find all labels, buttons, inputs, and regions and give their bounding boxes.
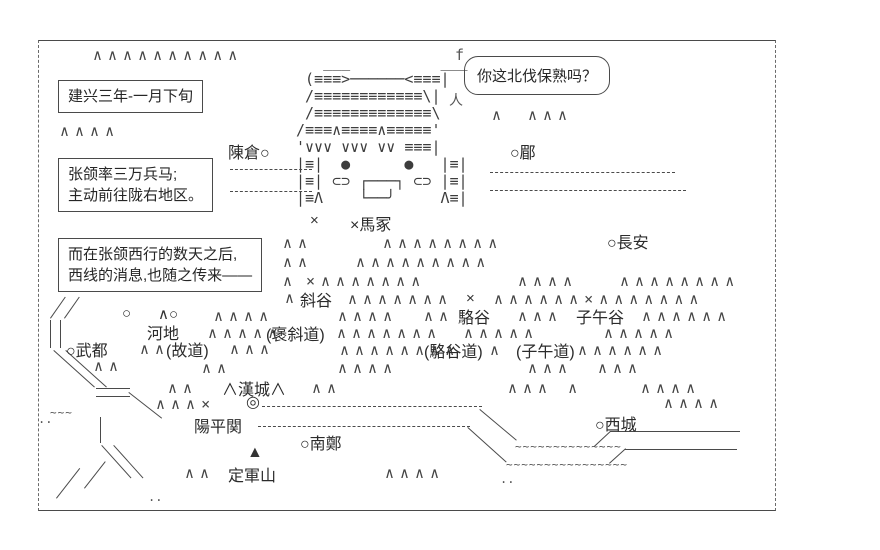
label-chencang: 陳倉○ [228,145,270,162]
speech-tail-top: f [455,46,465,64]
battle-marker-mid: × [466,290,475,307]
dots-3: .. [500,472,515,486]
west-road-7 [96,388,130,389]
west-road-3 [50,320,51,348]
road-dash-yangping [258,426,470,427]
mountain-range: ∧∧∧∧∧∧∧ [337,324,443,342]
label-gudao: (故道) [166,343,209,360]
mountain-range: ∧∧∧∧ [385,464,446,482]
label-luogudao: (駱谷道) [424,344,483,361]
mountain-range: ∧∧∧∧∧∧∧∧∧ [356,253,492,271]
event-line-1: 张颌率三万兵马; [68,166,178,183]
west-road-8 [96,396,130,397]
mountain-range: ∧∧ [202,359,233,377]
mountain-range: ∧∧∧∧∧∧∧∧ [620,272,741,290]
road-dash-right-2 [490,190,686,191]
label-xicheng: ○西城 [595,417,637,434]
mountain-range: ∧∧∧∧∧∧∧∧ [340,341,461,359]
mountain-range-with-battle: ×∧∧∧∧∧∧∧ [306,272,427,290]
mountain-range: ∧∧∧∧ [214,307,275,325]
mountain-range: ∧∧∧∧∧ [604,324,680,342]
mountain-range-with-battle: ∧∧∧× [156,395,217,413]
mountain-range: ∧∧∧∧ [518,272,579,290]
mountain-range: ∧∧ [424,307,455,325]
mountain-range: ∧∧∧ [518,307,564,325]
mountain-range: ∧∧ [140,340,171,358]
mountain-range: ∧∧∧ [528,106,574,124]
news-line-1: 而在张颌西行的数天之后, [68,246,238,263]
mountain-range-with-battle: ∧∧∧∧∧∧×∧∧∧∧∧∧∧ [494,290,705,308]
event-line-2: 主动前往陇右地区。 [68,187,204,204]
peak-marker-dingjun: ▲ [247,444,263,461]
mountain-range: ∧∧∧∧∧∧∧∧ [383,234,504,252]
mountain-range: ∧∧∧ [230,340,276,358]
speech-tail-bottom: 人 [449,93,463,109]
speech-text: 你这北伐保熟吗？ [477,68,598,85]
label-mazhong: ×馬冢 [350,217,392,234]
mountain-range: ∧∧∧∧ [60,122,121,140]
mountain-range: ∧∧∧∧∧ [464,324,540,342]
river-wavy-1: ~~~~~~~~~~~~~~ [515,440,622,453]
road-dash-right-1 [490,172,675,173]
city-circle-b: ∧○ [158,306,179,323]
label-changan: ○長安 [607,235,649,252]
mountain-range: ∧∧ [283,234,314,252]
event-box: 张颌率三万兵马; 主动前往陇右地区。 [58,158,214,212]
label-luogu: 駱谷 [458,310,491,327]
road-dash-hancheng [262,406,482,407]
label-wudu: ○武都 [66,343,108,360]
road-dash-left-1 [230,169,312,170]
river-line-b [625,449,737,450]
news-box: 而在张颌西行的数天之后, 西线的消息,也随之传来—— [58,238,263,292]
mountain-range: ∧ [490,341,506,359]
label-ziwugu: 子午谷 [576,310,625,327]
river-wavy-2: ~~~~~~~~~~~~~~~~ [506,458,628,471]
mountain-range: ∧ [492,106,508,124]
mountain-range: ∧∧ [312,379,343,397]
mountain-range: ∧∧∧∧ [641,379,702,397]
mountain-range: ∧∧∧∧ [338,307,399,325]
label-xiegu: 斜谷 [300,293,333,310]
west-wavy: ~~~ [50,406,73,419]
label-hedi: 河地 [147,326,180,343]
capital-marker-hanzhong: ◎ [246,394,260,411]
mountain-range: ∧∧ [283,253,314,271]
label-mei: ○郿 [510,145,536,162]
label-yangpingguan: 陽平関 [194,419,243,436]
label-nanzheng: ○南鄭 [300,436,342,453]
label-hancheng: ∧漢城∧ [222,382,287,399]
speech-bubble: 你这北伐保熟吗？ [464,56,611,95]
date-text: 建兴三年-一月下旬 [68,88,193,105]
mountain-range: ∧∧∧∧∧∧∧ [348,290,454,308]
mountain-range: ∧∧∧∧∧ [208,324,284,342]
road-dash-left-2 [230,191,312,192]
news-line-2: 西线的消息,也随之传来—— [68,267,253,284]
dots-1: .. [38,412,53,426]
mountain-range: ∧∧∧ ∧ [508,379,584,397]
label-ziwudao: (子午道) [516,344,575,361]
mountain-range: ∧∧∧∧∧∧∧∧∧∧ [93,46,244,64]
battle-marker-chencang: × [310,212,319,229]
mountain-range: ∧∧∧∧∧∧ [642,307,733,325]
west-road-10 [100,417,101,443]
mountain-range: ∧∧∧∧ [338,359,399,377]
mountain-range: ∧∧∧ [528,359,574,377]
mountain-range: ∧∧ [185,464,216,482]
west-road-4 [60,320,61,348]
mountain-range: ∧ [285,289,301,307]
mountain-range: ∧ [283,272,299,290]
city-circle-a: ○ [122,305,132,322]
date-box: 建兴三年-一月下旬 [58,80,203,113]
mountain-range: ∧∧∧∧ [664,394,725,412]
mountain-range: ∧∧ [94,357,125,375]
river-line-a [610,431,740,432]
mountain-range: ∧∧∧∧∧∧ [578,341,669,359]
label-baoxiedao: (褒斜道) [266,327,325,344]
label-dingjunshan: 定軍山 [228,468,277,485]
aa-character-face: ___ ___ (≡≡≡>──────<≡≡≡| /≡≡≡≡≡≡≡≡≡≡≡≡\|… [296,53,468,207]
mountain-range: ∧∧ [168,379,199,397]
mountain-range: ∧∧∧ [598,359,644,377]
dots-2: .. [148,490,163,504]
map-frame [38,40,776,511]
